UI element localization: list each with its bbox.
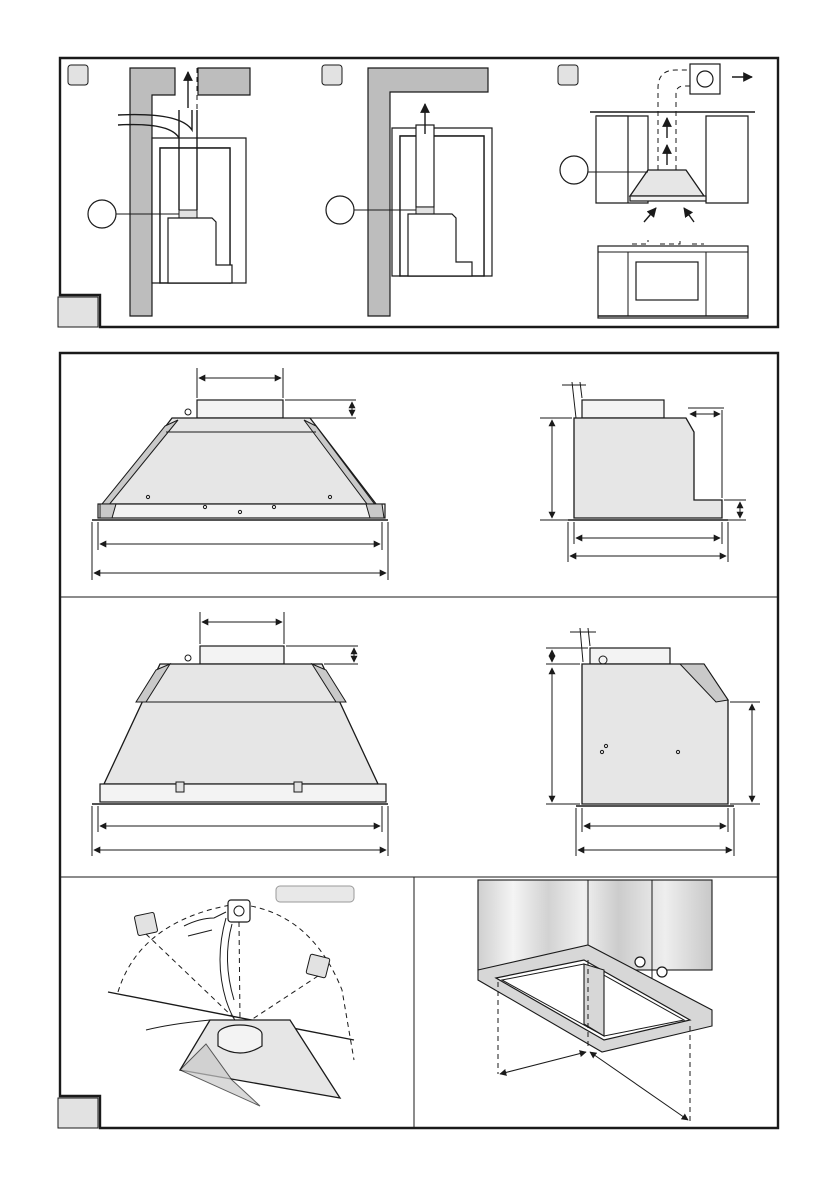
option-b-callout xyxy=(326,196,354,224)
cabinet-knob xyxy=(657,967,667,977)
option-c-callout xyxy=(560,156,588,184)
option-b-ceiling-exhaust xyxy=(322,65,492,316)
cabinet-cutout-illustration xyxy=(478,880,712,1122)
option-a-callout xyxy=(88,200,116,228)
intake-arrow xyxy=(644,208,656,222)
option-c-label-box xyxy=(558,65,578,85)
dimension-drawings-panel xyxy=(58,353,778,1128)
ducting-options-panel xyxy=(58,58,778,327)
external-fan-icon xyxy=(697,71,713,87)
label-pill xyxy=(276,886,354,902)
cabinet-knob xyxy=(635,957,645,967)
option-a-wall-exhaust xyxy=(68,65,250,316)
model-1-side-view xyxy=(540,382,746,562)
wall-socket-icon xyxy=(228,900,250,922)
lamp-switch-icon xyxy=(294,782,302,792)
model-1-front-view xyxy=(92,368,388,580)
wall-socket-icon xyxy=(134,912,158,936)
model-2-front-view xyxy=(92,612,388,856)
option-b-label-box xyxy=(322,65,342,85)
oven-window xyxy=(636,262,698,300)
option-c-external-fan xyxy=(558,64,755,318)
intake-arrow xyxy=(684,208,694,222)
electrical-connection-illustration xyxy=(108,886,354,1106)
wall-socket-icon xyxy=(306,954,330,978)
hand-icon xyxy=(184,912,226,936)
figure-label-box xyxy=(58,297,98,327)
option-a-label-box xyxy=(68,65,88,85)
model-2-side-view xyxy=(546,628,760,856)
lamp-switch-icon xyxy=(176,782,184,792)
figure-label-box xyxy=(58,1098,98,1128)
